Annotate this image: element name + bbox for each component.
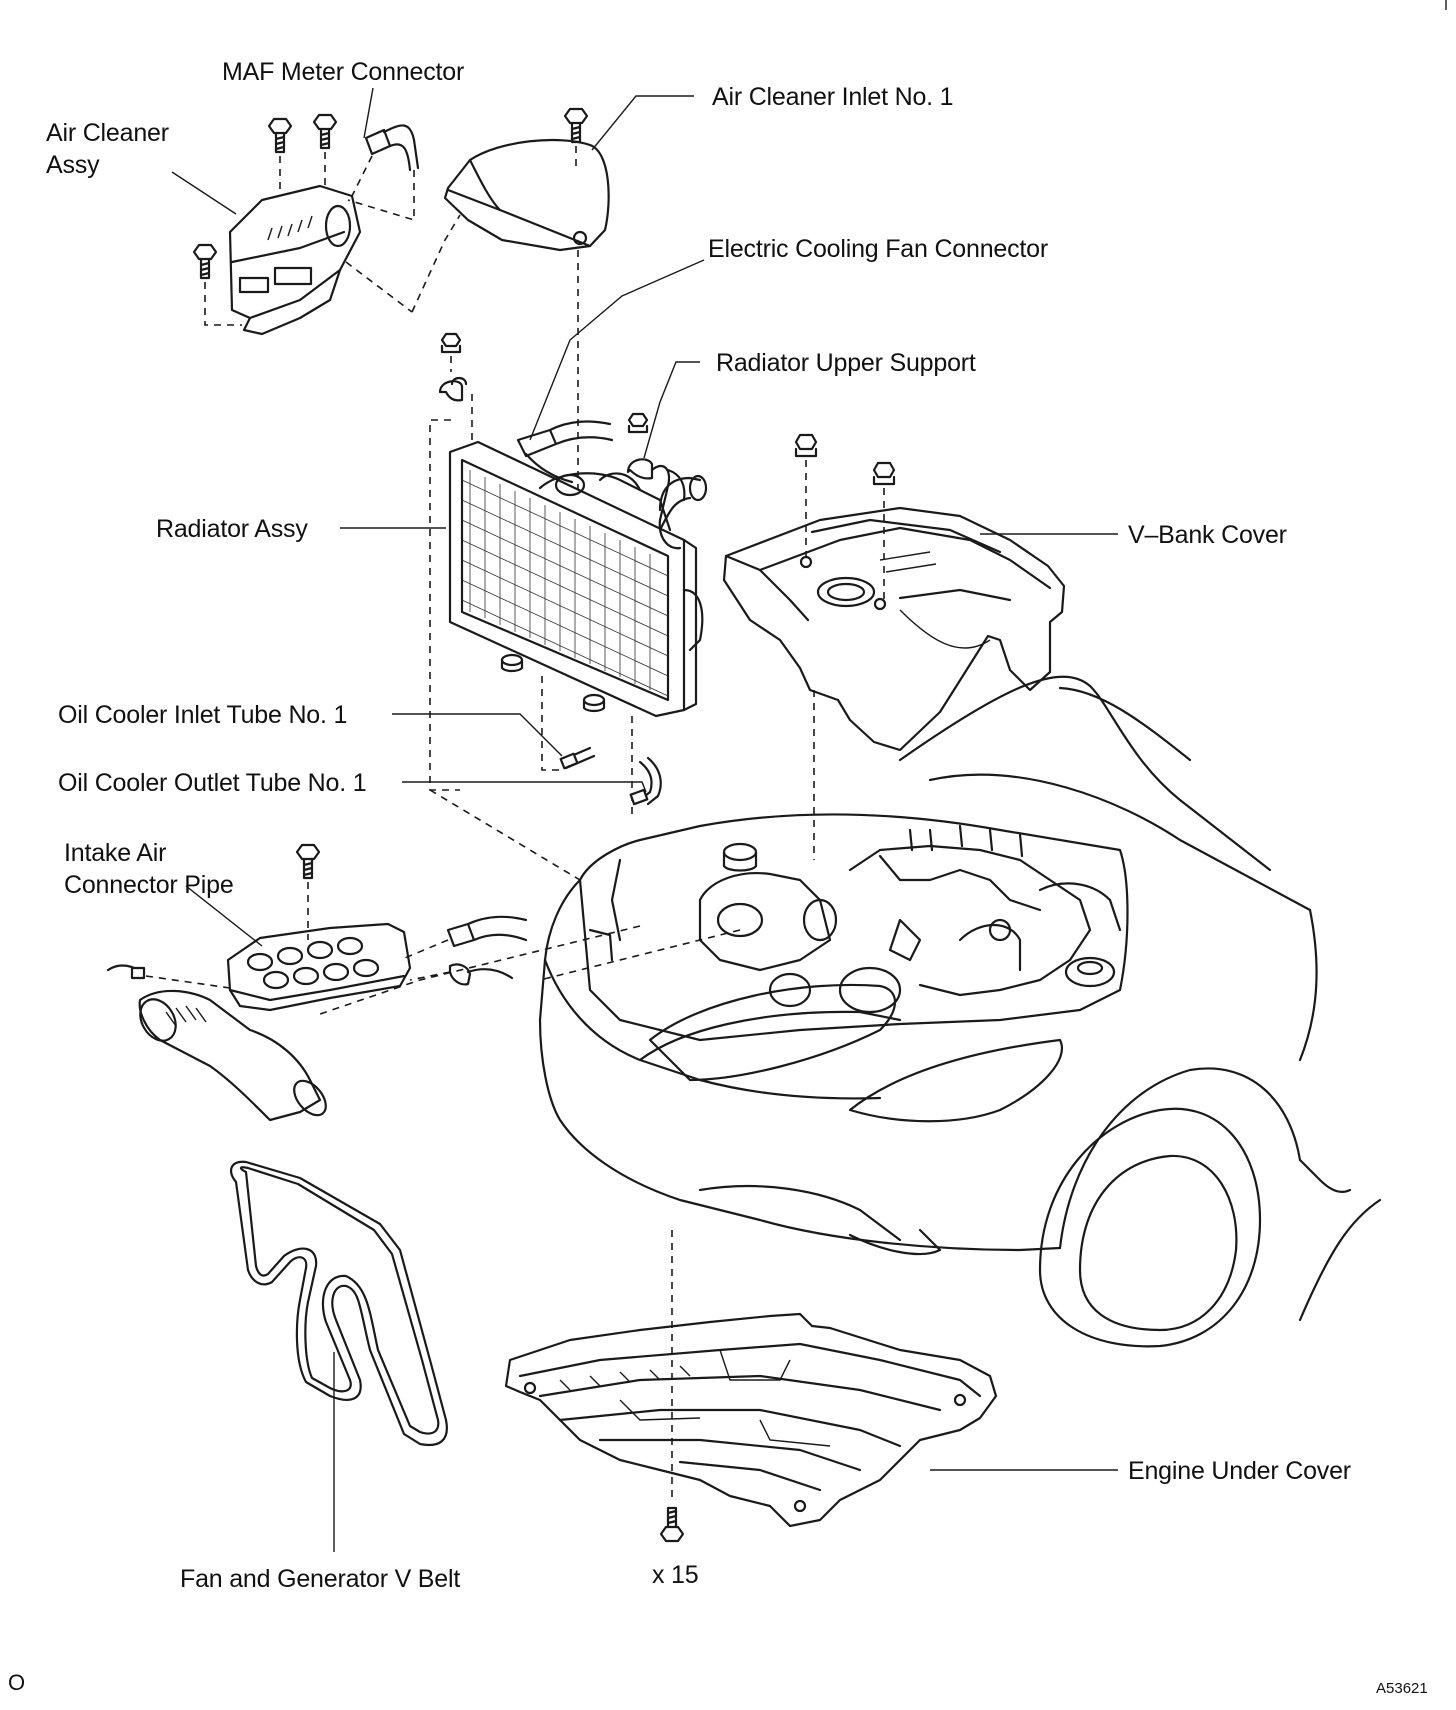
intake-guide-line: [319, 925, 641, 1015]
electric-cooling-fan-connector-drawing: [516, 420, 614, 484]
oil-cooler-tubes-drawing: [559, 746, 662, 806]
label-oil-cooler-outlet-tube: Oil Cooler Outlet Tube No. 1: [58, 769, 367, 797]
leader-oil-outlet: [402, 781, 647, 793]
engine-guide-line: [539, 929, 741, 981]
label-radiator-assy: Radiator Assy: [156, 515, 308, 543]
figure-id: A53621: [1376, 1680, 1428, 1697]
label-air-cleaner-assy-line1: Air Cleaner: [46, 119, 169, 147]
engine-under-cover-drawing: [504, 1230, 998, 1543]
radiator-upper-support-drawing: [429, 332, 686, 791]
radiator-assy-drawing: [448, 440, 708, 820]
vehicle-front-drawing: [538, 675, 1382, 1348]
air-cleaner-bolts: [192, 113, 338, 326]
label-fan-and-generator-v-belt: Fan and Generator V Belt: [180, 1565, 461, 1593]
intake-air-connector-pipe-drawing: [106, 843, 528, 1122]
label-bolt-count: x 15: [652, 1561, 699, 1589]
label-intake-air-connector-pipe-line1: Intake Air: [64, 839, 167, 867]
air-cleaner-assy-drawing: [228, 184, 362, 336]
label-electric-cooling-fan-connector: Electric Cooling Fan Connector: [708, 235, 1048, 263]
leader-lines: [171, 87, 1118, 1552]
v-bank-cover-drawing: [722, 433, 1066, 860]
leader-air-cleaner-inlet: [591, 95, 694, 151]
label-engine-under-cover: Engine Under Cover: [1128, 1457, 1351, 1485]
leader-upper-support: [643, 361, 700, 459]
leader-air-cleaner-assy: [171, 171, 237, 215]
air-cleaner-inlet-drawing: [345, 107, 610, 500]
label-oil-cooler-inlet-tube: Oil Cooler Inlet Tube No. 1: [58, 701, 348, 729]
label-air-cleaner-inlet: Air Cleaner Inlet No. 1: [712, 83, 954, 111]
fan-and-generator-v-belt-drawing: [229, 1160, 448, 1447]
leader-fan-connector: [529, 259, 705, 441]
leader-maf: [363, 87, 374, 139]
label-maf-meter-connector: MAF Meter Connector: [222, 58, 465, 86]
label-air-cleaner-assy-line2: Assy: [46, 151, 100, 179]
label-radiator-upper-support: Radiator Upper Support: [716, 349, 976, 377]
page-marker: O: [8, 1670, 26, 1695]
maf-meter-connector-drawing: [347, 124, 420, 222]
leader-intake-pipe: [185, 885, 263, 947]
label-v-bank-cover: V–Bank Cover: [1128, 521, 1287, 549]
radiator-guide-line: [429, 789, 581, 881]
leader-oil-inlet: [392, 713, 563, 757]
label-intake-air-connector-pipe-line2: Connector Pipe: [64, 871, 234, 899]
